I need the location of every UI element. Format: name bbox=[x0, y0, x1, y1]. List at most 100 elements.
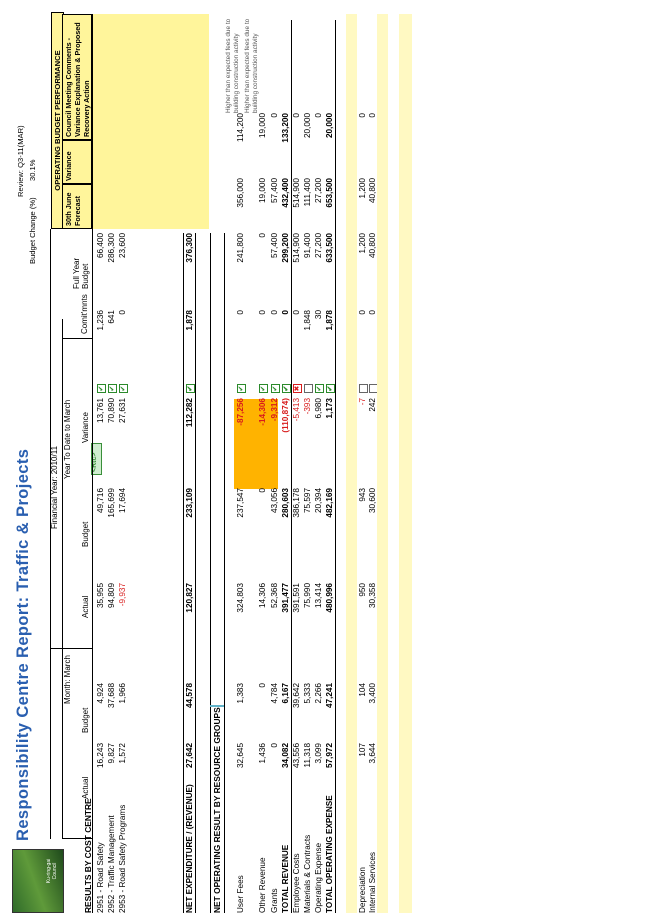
cell-comm: 1,878 bbox=[185, 310, 194, 331]
cell-m-act: 43,556 bbox=[292, 743, 301, 769]
cell-m-act: 34,082 bbox=[281, 743, 290, 769]
council-logo-text: Ku-ring-gai Council bbox=[46, 858, 58, 884]
cell-y-var: 112,282 bbox=[185, 398, 194, 428]
cell-comm: 0 bbox=[258, 310, 267, 315]
cell-y-act: 35,955 bbox=[96, 583, 105, 609]
cell-comm: 641 bbox=[107, 310, 116, 324]
cell-fc: 57,400 bbox=[270, 178, 279, 204]
cell-y-var: -9,312 bbox=[270, 398, 279, 422]
cell-var: 20,000 bbox=[303, 113, 312, 139]
cell-y-var: -14,306 bbox=[258, 398, 267, 426]
cell-m-act: 27,642 bbox=[185, 743, 194, 769]
row-label: Operating Expense bbox=[314, 842, 323, 913]
cell-m-bud: 1,383 bbox=[236, 683, 245, 704]
budget-change-label: Budget Change (%) bbox=[28, 197, 37, 264]
row-label: Grants bbox=[270, 888, 279, 913]
status-check-icon: ✔ bbox=[186, 384, 195, 393]
cell-m-act: 3,099 bbox=[314, 743, 323, 764]
cell-fc: 111,400 bbox=[303, 178, 312, 207]
cell-y-act: 52,368 bbox=[270, 583, 279, 609]
cell-var: 0 bbox=[270, 113, 279, 118]
status-check-icon: ✔ bbox=[108, 384, 117, 393]
cell-comm: 0 bbox=[118, 310, 127, 315]
row-label: 2951 - Road Safety bbox=[96, 842, 105, 913]
col-ytd-actual: Actual bbox=[81, 595, 90, 618]
cell-fc: 27,200 bbox=[314, 178, 323, 204]
cell-y-bud: 482,169 bbox=[325, 488, 334, 518]
status-check-icon: ✔ bbox=[326, 384, 335, 393]
col-month-actual: Actual bbox=[81, 776, 90, 799]
cell-y-act: 120,827 bbox=[185, 583, 194, 613]
cell-m-bud: 4,924 bbox=[96, 683, 105, 704]
row-label: User Fees bbox=[236, 875, 245, 913]
col-month-budget: Budget bbox=[81, 707, 90, 733]
cell-y-var: -7 bbox=[358, 398, 367, 406]
cell-y-bud: 43,056 bbox=[270, 488, 279, 514]
cell-m-bud: 6,167 bbox=[281, 683, 290, 704]
cell-m-act: 11,318 bbox=[303, 743, 312, 768]
cell-comm: 0 bbox=[358, 310, 367, 315]
cell-y-act: 391,591 bbox=[292, 583, 301, 613]
cell-comm: 0 bbox=[281, 310, 290, 315]
cell-y-var: -5,413 bbox=[292, 398, 301, 422]
cell-var: 19,000 bbox=[258, 113, 267, 139]
cell-m-bud: 44,578 bbox=[185, 683, 194, 709]
status-check-icon: ✔ bbox=[282, 384, 291, 393]
cell-m-act: 1,572 bbox=[118, 743, 127, 764]
row-label: TOTAL OPERATING EXPENSE bbox=[325, 795, 334, 913]
cell-y-bud: 49,716 bbox=[96, 488, 105, 514]
status-check-icon: ✔ bbox=[359, 384, 368, 393]
status-check-icon: ✔ bbox=[97, 384, 106, 393]
comment-user-fees: Higher than expected fees due to buildin… bbox=[225, 18, 240, 113]
resource-groups-title: NET OPERATING RESULT BY RESOURCE GROUPS bbox=[212, 707, 222, 913]
cell-y-bud: 280,603 bbox=[281, 488, 290, 518]
cell-y-var: -87,256 bbox=[236, 398, 245, 426]
row-label: NET EXPENDITURE / (REVENUE) bbox=[185, 784, 194, 913]
financial-year: Financial Year: 2010/11 bbox=[50, 445, 59, 529]
cell-fc: 19,000 bbox=[258, 178, 267, 204]
cell-m-bud: 5,333 bbox=[303, 683, 312, 704]
month-header: Month: March bbox=[63, 655, 72, 704]
ytd-header: Year To Date to March bbox=[63, 399, 72, 479]
cell-var: 0 bbox=[314, 113, 323, 118]
cell-fc: 1,200 bbox=[358, 178, 367, 199]
cell-m-bud: 47,241 bbox=[325, 683, 334, 709]
row-label: 2953 - Road Safety Programs bbox=[118, 804, 127, 913]
cell-fy-bud: 0 bbox=[258, 233, 267, 238]
cell-y-var: 13,761 bbox=[96, 398, 105, 424]
council-comments-header: Council Meeting Comments - Variance Expl… bbox=[62, 14, 92, 140]
budget-change-value: 30.1% bbox=[28, 159, 37, 181]
cell-m-bud: 104 bbox=[358, 683, 367, 697]
cell-fy-bud: 286,300 bbox=[107, 233, 116, 263]
cell-comm: 1,236 bbox=[96, 310, 105, 331]
cell-m-bud: 0 bbox=[258, 683, 267, 688]
cell-fy-bud: 1,200 bbox=[358, 233, 367, 254]
status-check-icon: ✔ bbox=[315, 384, 324, 393]
cell-var: 20,000 bbox=[325, 113, 334, 139]
cell-y-act: 94,809 bbox=[107, 583, 116, 609]
cell-y-act: 950 bbox=[358, 583, 367, 597]
cell-y-var: 6,980 bbox=[314, 398, 323, 419]
cell-fy-bud: 514,900 bbox=[292, 233, 301, 263]
cell-comm: 1,878 bbox=[325, 310, 334, 331]
cell-fy-bud: 57,400 bbox=[270, 233, 279, 259]
cell-m-act: 57,972 bbox=[325, 743, 334, 769]
cell-y-bud: 0 bbox=[258, 488, 267, 493]
cell-y-act: 480,996 bbox=[325, 583, 334, 613]
cell-m-bud: 37,688 bbox=[107, 683, 116, 709]
cell-y-bud: 233,109 bbox=[185, 488, 194, 518]
full-year-budget-header: Full Year Budget bbox=[72, 257, 90, 289]
commitments-header: Comit'mnts bbox=[80, 294, 89, 334]
row-label: 2952 - Traffic Management bbox=[107, 815, 116, 913]
review-period: Review: Q3-11(MAR) bbox=[16, 125, 25, 197]
cell-var: 0 bbox=[358, 113, 367, 118]
